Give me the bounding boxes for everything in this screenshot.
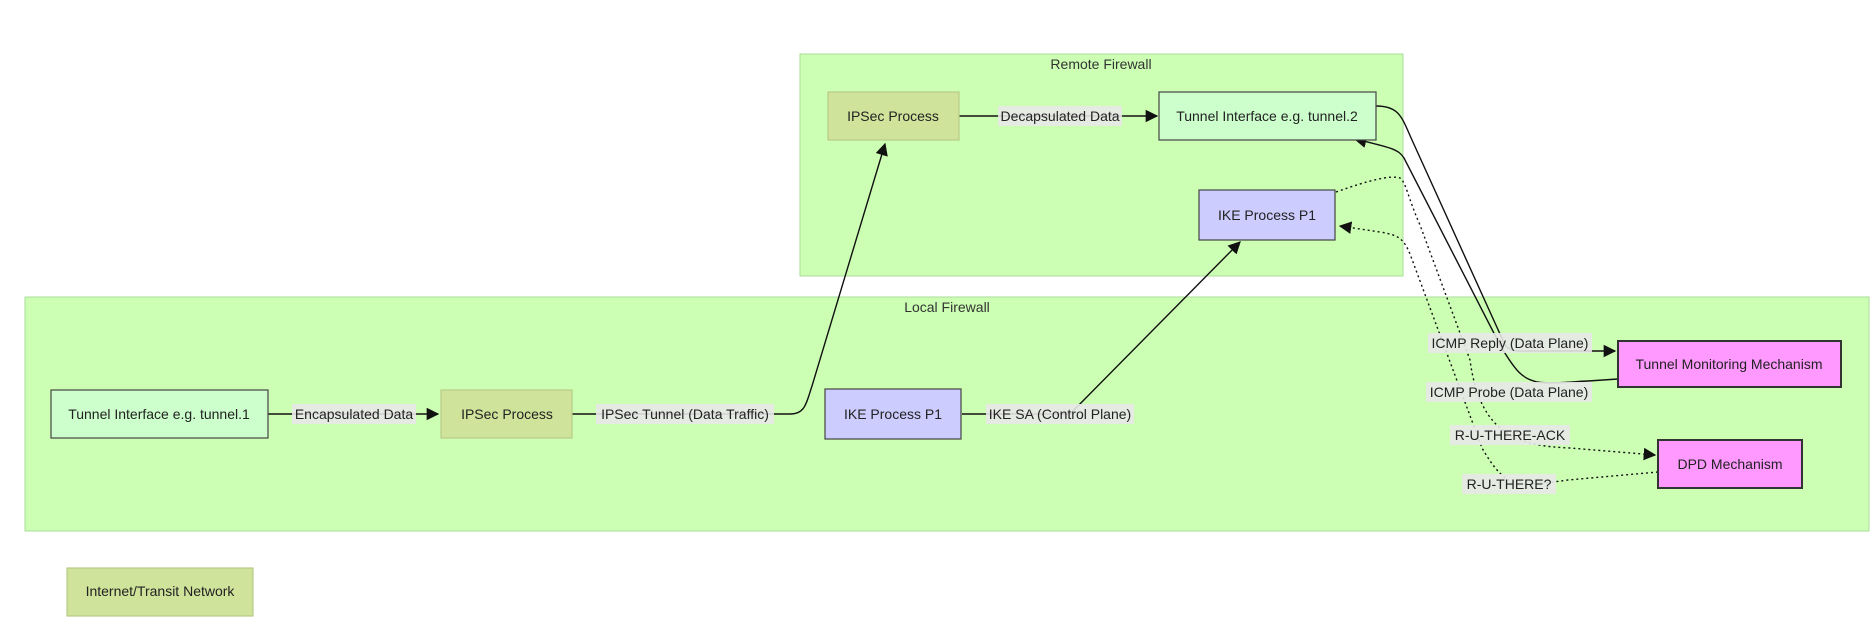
svg-text:IKE Process P1: IKE Process P1 [1218,207,1316,223]
svg-text:DPD Mechanism: DPD Mechanism [1677,456,1782,472]
edge-label-ike-sa: IKE SA (Control Plane) [986,404,1134,424]
svg-text:Tunnel Interface e.g. tunnel.1: Tunnel Interface e.g. tunnel.1 [68,406,250,422]
svg-text:R-U-THERE?: R-U-THERE? [1467,476,1552,492]
node-local-ipsec-process[interactable]: IPSec Process [440,389,573,439]
svg-text:R-U-THERE-ACK: R-U-THERE-ACK [1455,427,1566,443]
svg-text:IPSec Tunnel (Data Traffic): IPSec Tunnel (Data Traffic) [601,406,769,422]
svg-text:Internet/Transit Network: Internet/Transit Network [86,583,236,599]
edge-label-decapsulated: Decapsulated Data [998,106,1122,126]
node-tunnel-monitoring-mechanism[interactable]: Tunnel Monitoring Mechanism [1617,340,1842,388]
svg-text:Tunnel Monitoring Mechanism: Tunnel Monitoring Mechanism [1635,356,1822,372]
edge-label-encapsulated: Encapsulated Data [292,404,416,424]
svg-text:Tunnel Interface e.g. tunnel.2: Tunnel Interface e.g. tunnel.2 [1176,108,1358,124]
svg-text:Decapsulated Data: Decapsulated Data [1000,108,1119,124]
edge-label-r-u-there: R-U-THERE? [1462,474,1556,494]
node-internet-transit-network[interactable]: Internet/Transit Network [66,567,254,617]
edge-label-r-u-there-ack: R-U-THERE-ACK [1450,425,1570,445]
node-dpd-mechanism[interactable]: DPD Mechanism [1657,439,1803,489]
svg-text:IKE Process P1: IKE Process P1 [844,406,942,422]
svg-text:ICMP Reply (Data Plane): ICMP Reply (Data Plane) [1432,335,1589,351]
svg-text:IPSec Process: IPSec Process [461,406,553,422]
edge-label-ipsec-tunnel: IPSec Tunnel (Data Traffic) [596,404,774,424]
svg-text:IPSec Process: IPSec Process [847,108,939,124]
svg-text:IKE SA (Control Plane): IKE SA (Control Plane) [989,406,1131,422]
cluster-remote-firewall: Remote Firewall [799,53,1404,277]
edge-label-icmp-reply: ICMP Reply (Data Plane) [1428,333,1592,353]
edge-ipsec-tunnel [572,142,888,415]
svg-text:Encapsulated Data: Encapsulated Data [295,406,414,422]
node-remote-ike-process[interactable]: IKE Process P1 [1198,189,1336,241]
svg-text:ICMP Probe (Data Plane): ICMP Probe (Data Plane) [1430,384,1588,400]
node-remote-tunnel-interface[interactable]: Tunnel Interface e.g. tunnel.2 [1158,91,1377,141]
node-remote-ipsec-process[interactable]: IPSec Process [827,91,960,141]
node-local-tunnel-interface[interactable]: Tunnel Interface e.g. tunnel.1 [50,389,269,439]
cluster-label-local: Local Firewall [904,299,990,315]
node-local-ike-process[interactable]: IKE Process P1 [824,388,962,440]
edge-label-icmp-probe: ICMP Probe (Data Plane) [1426,382,1592,402]
cluster-label-remote: Remote Firewall [1050,56,1151,72]
